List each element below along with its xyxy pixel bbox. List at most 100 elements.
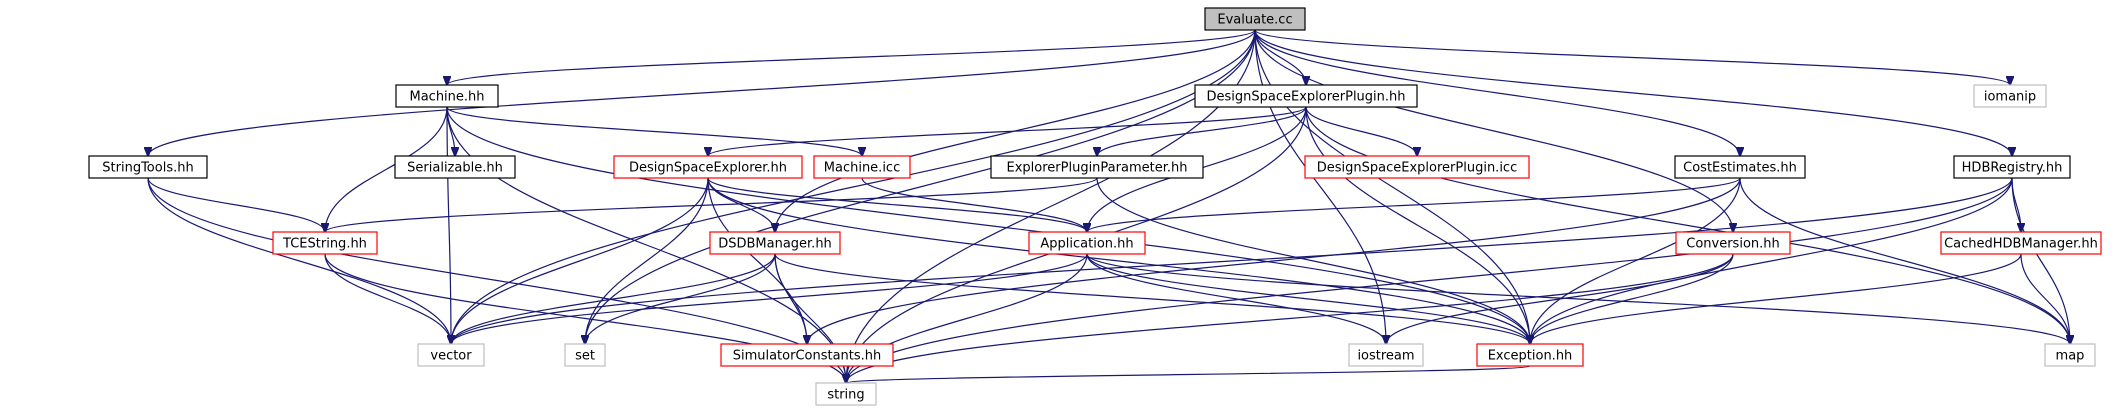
edge-tcestring-to-vector — [324, 253, 451, 344]
node-designspaceexplorer-hh[interactable]: DesignSpaceExplorer.hh — [613, 155, 803, 179]
node-designspaceexplorerplugin-hh[interactable]: DesignSpaceExplorerPlugin.hh — [1194, 84, 1418, 108]
node-explorerpluginparameter-hh[interactable]: ExplorerPluginParameter.hh — [990, 155, 1204, 179]
node-label: CachedHDBManager.hh — [1944, 237, 2098, 252]
edge-evaluate-to-dsep_hh — [1254, 29, 1306, 85]
edge-evaluate-to-set — [585, 29, 1256, 344]
node-label: TCEString.hh — [282, 237, 367, 252]
edge-dsep_hh-to-epp_hh — [1097, 106, 1307, 156]
edge-evaluate-to-string — [846, 29, 1256, 383]
edge-machine_hh-to-string — [446, 106, 846, 383]
edge-hdbreg-to-exception — [1530, 177, 2013, 344]
node-map: map — [2044, 343, 2096, 367]
node-box — [720, 343, 894, 367]
node-box — [1675, 231, 1791, 255]
edge-dse_hh-to-vector — [451, 177, 709, 344]
node-cachedhdbmanager-hh[interactable]: CachedHDBManager.hh — [1940, 231, 2102, 255]
node-application-hh[interactable]: Application.hh — [1028, 231, 1146, 255]
edge-conversion-to-iostream — [1386, 253, 1734, 344]
node-label: HDBRegistry.hh — [1962, 161, 2063, 176]
edge-conversion-to-string — [846, 253, 1734, 383]
edge-hdbreg-to-vector — [451, 177, 2013, 344]
node-dsdbmanager-hh[interactable]: DSDBManager.hh — [709, 231, 841, 255]
node-label: iomanip — [1984, 90, 2036, 105]
edge-machine_hh-to-vector — [446, 106, 451, 344]
edge-epp_hh-to-tcestring — [325, 177, 1098, 232]
node-box — [1476, 343, 1584, 367]
node-set: set — [564, 343, 606, 367]
node-exception-hh[interactable]: Exception.hh — [1476, 343, 1584, 367]
node-evaluate-cc[interactable]: Evaluate.cc — [1204, 7, 1306, 31]
node-box — [1028, 231, 1146, 255]
edge-hdbreg-to-map — [2011, 177, 2070, 344]
node-box — [709, 231, 841, 255]
edge-dse_hh-to-exception — [707, 177, 1530, 344]
edge-stringtools-to-tcestring — [147, 177, 325, 232]
edge-dsdb-to-set — [585, 253, 776, 344]
node-label: Serializable.hh — [407, 161, 503, 176]
node-conversion-hh[interactable]: Conversion.hh — [1675, 231, 1791, 255]
node-label: SimulatorConstants.hh — [733, 349, 882, 364]
edge-machine_hh-to-machine_icc — [446, 106, 862, 156]
node-box — [1348, 343, 1424, 367]
node-designspaceexplorerplugin-icc[interactable]: DesignSpaceExplorerPlugin.icc — [1304, 155, 1530, 179]
node-label: set — [575, 349, 595, 364]
edge-exception-to-string — [846, 365, 1531, 383]
node-box — [1674, 155, 1806, 179]
node-box — [613, 155, 803, 179]
edge-cachedhdb-to-exception — [1530, 253, 2022, 344]
node-costestimates-hh[interactable]: CostEstimates.hh — [1674, 155, 1806, 179]
edge-evaluate-to-cost_hh — [1254, 29, 1740, 156]
edge-machine_hh-to-exception — [446, 106, 1530, 344]
node-box — [1304, 155, 1530, 179]
node-hdbregistry-hh[interactable]: HDBRegistry.hh — [1953, 155, 2071, 179]
edge-cost_hh-to-exception — [1530, 177, 1741, 344]
node-label: Conversion.hh — [1686, 237, 1780, 252]
edge-cost_hh-to-simconst — [807, 177, 1741, 344]
node-label: Machine.icc — [824, 161, 900, 176]
node-simulatorconstants-hh[interactable]: SimulatorConstants.hh — [720, 343, 894, 367]
edge-evaluate-to-iostream — [1254, 29, 1386, 344]
node-label: string — [827, 388, 864, 403]
node-box — [1204, 7, 1306, 31]
edge-evaluate-to-conversion — [1254, 29, 1733, 232]
edge-machine_icc-to-application — [861, 177, 1087, 232]
edge-application-to-map — [1086, 253, 2070, 344]
node-box — [395, 84, 499, 108]
edge-machine_hh-to-tcestring — [325, 106, 448, 232]
edge-stringtools-to-vector — [147, 177, 451, 344]
node-label: Machine.hh — [409, 90, 484, 105]
edge-application-to-exception — [1086, 253, 1530, 344]
edge-evaluate-to-vector — [451, 29, 1256, 344]
edge-application-to-iostream — [1086, 253, 1386, 344]
node-iostream: iostream — [1348, 343, 1424, 367]
node-label: map — [2056, 349, 2085, 364]
node-string: string — [815, 382, 877, 406]
edge-evaluate-to-hdbreg — [1254, 29, 2012, 156]
edge-dse_hh-to-application — [707, 177, 1087, 232]
node-box — [815, 382, 877, 406]
node-tcestring-hh[interactable]: TCEString.hh — [272, 231, 378, 255]
node-label: Exception.hh — [1488, 349, 1573, 364]
node-iomanip: iomanip — [1973, 84, 2047, 108]
node-serializable-hh[interactable]: Serializable.hh — [394, 155, 516, 179]
node-box — [1194, 84, 1418, 108]
node-label: DesignSpaceExplorer.hh — [629, 161, 787, 176]
node-label: DesignSpaceExplorerPlugin.icc — [1317, 161, 1517, 176]
edges-layer — [147, 29, 2070, 383]
node-machine-hh[interactable]: Machine.hh — [395, 84, 499, 108]
node-box — [813, 155, 911, 179]
node-box — [1940, 231, 2102, 255]
edge-dse_hh-to-simconst — [707, 177, 807, 344]
edge-epp_hh-to-exception — [1096, 177, 1530, 344]
node-label: CostEstimates.hh — [1683, 161, 1797, 176]
node-label: Application.hh — [1040, 237, 1133, 252]
node-stringtools-hh[interactable]: StringTools.hh — [88, 155, 208, 179]
node-label: ExplorerPluginParameter.hh — [1007, 161, 1188, 176]
node-label: Evaluate.cc — [1217, 13, 1292, 28]
edge-hdbreg-to-cachedhdb — [2011, 177, 2021, 232]
node-machine-icc[interactable]: Machine.icc — [813, 155, 911, 179]
node-box — [417, 343, 485, 367]
node-box — [2044, 343, 2096, 367]
